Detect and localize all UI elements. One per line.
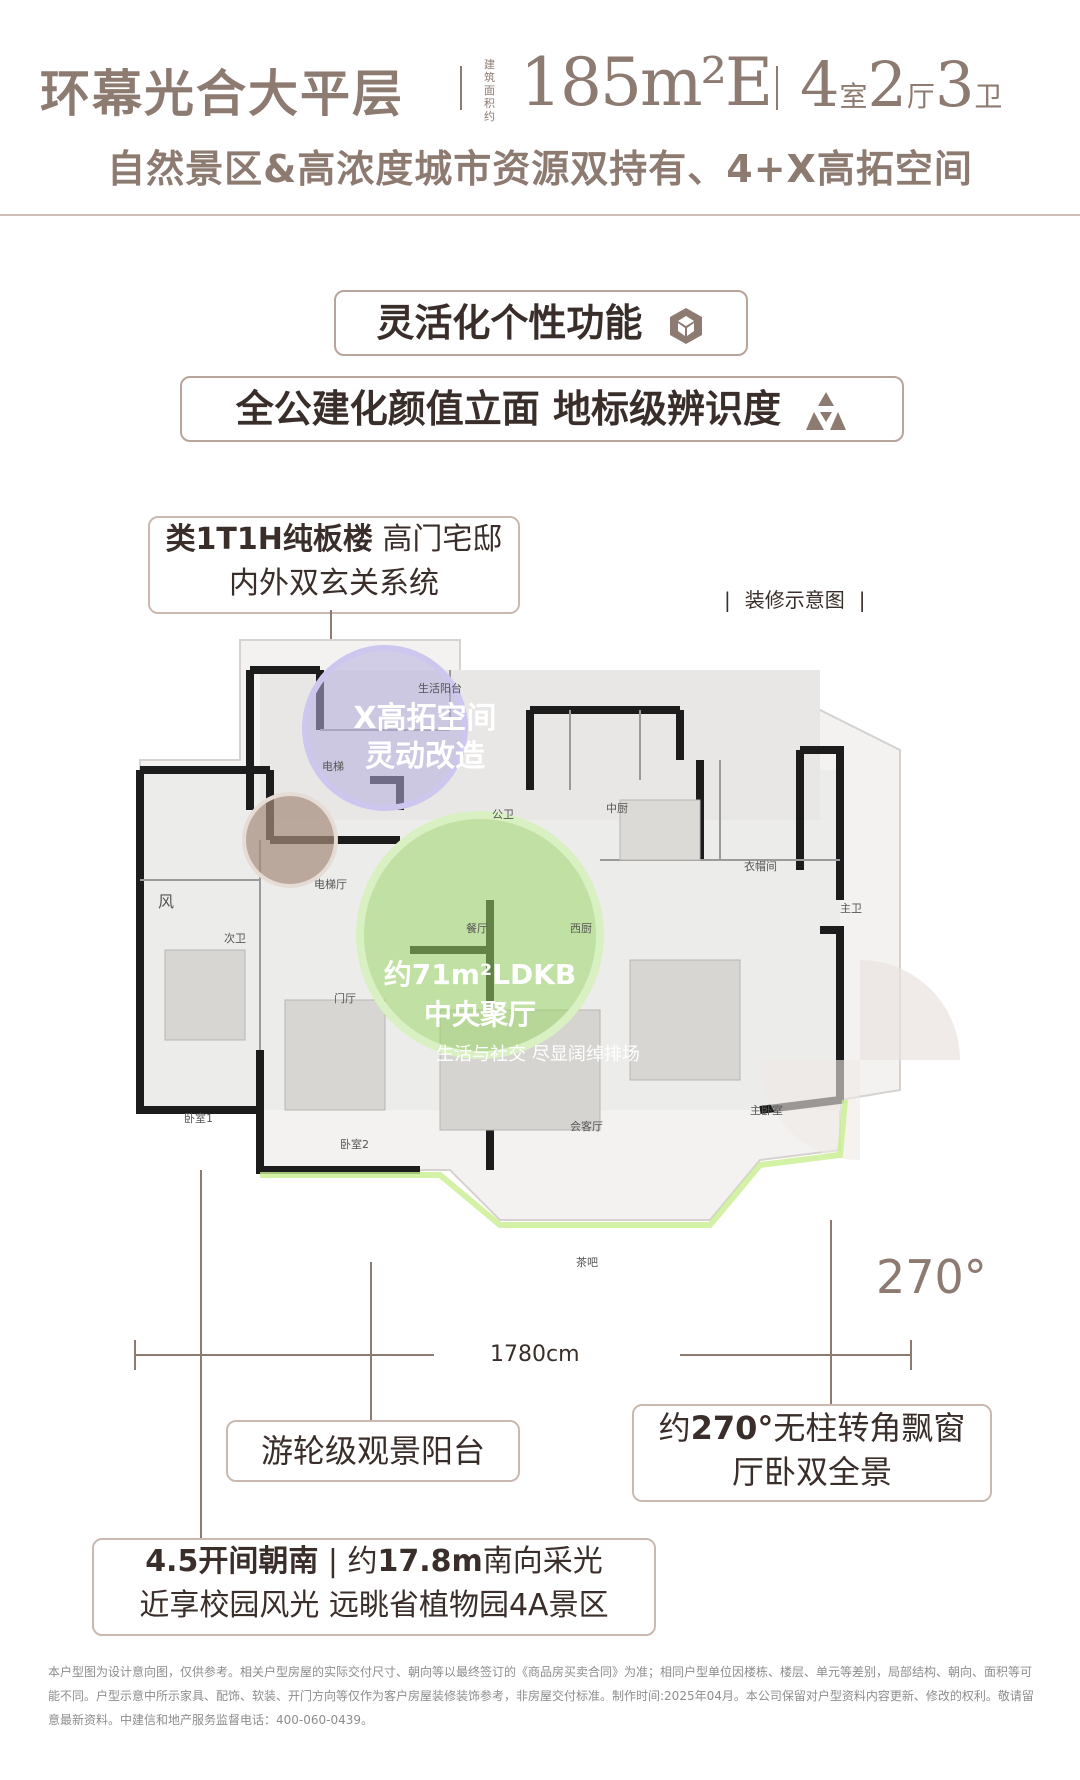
room-count: 4室2厅3卫 xyxy=(800,48,1003,121)
decoration-note: |装修示意图| xyxy=(724,588,866,612)
room-bedroom1: 卧室1 xyxy=(184,1112,213,1125)
callout-window: 约270°无柱转角飘窗 厅卧双全景 xyxy=(632,1404,992,1502)
disclaimer: 本户型图为设计意向图，仅供参考。相关户型房屋的实际交付尺寸、朝向等以最终签订的《… xyxy=(48,1665,1034,1727)
room-wind: 风 xyxy=(158,892,175,911)
room-kitchen: 中厨 xyxy=(606,802,628,815)
room-life-balcony: 生活阳台 xyxy=(418,682,462,695)
callout-balcony-leader xyxy=(370,1262,372,1420)
feature-pill-flexible-label: 灵活化个性功能 xyxy=(376,301,643,345)
room-public-wc: 公卫 xyxy=(492,808,514,821)
callout-south: 4.5开间朝南 | 约17.8m南向采光 近享校园风光 远眺省植物园4A景区 xyxy=(92,1538,656,1636)
room-western-kitchen: 西厨 xyxy=(570,922,592,935)
room-elevator: 电梯 xyxy=(322,760,344,773)
triangles-icon xyxy=(806,391,847,430)
callout-balcony: 游轮级观景阳台 xyxy=(226,1420,520,1482)
dimension-line-left xyxy=(134,1354,434,1356)
callout-entrance: 类1T1H纯板楼 高门宅邸 内外双玄关系统 xyxy=(148,516,520,614)
dimension-line-right xyxy=(680,1354,910,1356)
feature-pill-facade-label: 全公建化颜值立面 地标级辨识度 xyxy=(235,387,781,431)
title-divider xyxy=(460,66,462,110)
ldkb-caption: 生活与社交 尽显阔绰排场 xyxy=(436,1044,640,1065)
x-space-label: X高拓空间 灵动改造 xyxy=(353,701,497,774)
ldkb-label: 约71m²LDKB 中央聚厅 xyxy=(383,958,577,1031)
angle-label: 270° xyxy=(876,1250,987,1304)
header-rule xyxy=(0,214,1080,216)
room-living: 会客厅 xyxy=(570,1120,603,1133)
area-divider xyxy=(776,66,778,110)
feature-pill-facade: 全公建化颜值立面 地标级辨识度 xyxy=(180,376,904,442)
room-dining: 餐厅 xyxy=(466,922,488,935)
dimension-tick-right xyxy=(910,1340,912,1370)
room-foyer: 门厅 xyxy=(334,992,356,1005)
floor-plan xyxy=(136,639,960,1228)
subtitle: 自然景区&高浓度城市资源双持有、4+X高拓空间 xyxy=(107,147,973,191)
callout-south-leader xyxy=(200,1170,202,1538)
room-master-bath: 主卫 xyxy=(840,902,862,915)
room-wardrobe: 衣帽间 xyxy=(744,860,777,873)
hexagon-cube-icon xyxy=(669,307,702,344)
room-bedroom2: 卧室2 xyxy=(340,1138,369,1151)
dimension-label: 1780cm xyxy=(490,1342,580,1367)
room-elevator-hall: 电梯厅 xyxy=(314,878,347,891)
area-value: 185m²E xyxy=(520,44,773,121)
callout-window-leader xyxy=(830,1220,832,1404)
area-caption: 建筑 面积 约 xyxy=(484,58,495,123)
page-title: 环幕光合大平层 xyxy=(40,65,404,123)
dimension-tick-left xyxy=(134,1340,136,1370)
room-master-bed: 主卧室 xyxy=(750,1104,783,1117)
room-tea-bar: 茶吧 xyxy=(576,1256,598,1269)
room-second-bath: 次卫 xyxy=(224,932,246,945)
feature-pill-flexible: 灵活化个性功能 xyxy=(334,290,748,356)
